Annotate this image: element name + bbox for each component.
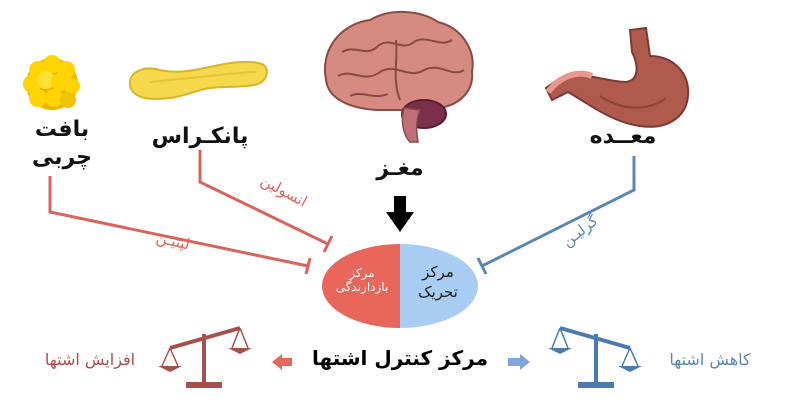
stimulatory-center-line1: مرکز [422,263,454,281]
right-arrow-icon [508,354,530,370]
left-arrow-icon [272,354,292,370]
insulin-pathway-line [198,150,329,246]
fat-tissue-label: بافت چربی [20,116,104,172]
fat-tissue-label-line1: بافت [34,117,90,142]
ghrelin-inhibit-bar [476,257,488,275]
leptin-pathway-line [48,176,309,268]
control-center-title: مرکز کنترل اشتها [312,346,488,370]
inhibitory-center [322,244,400,328]
insulin-inhibit-bar [322,235,334,253]
brain-label: مغـز [376,156,424,181]
brain-icon [323,10,474,143]
pancreas-icon [128,60,268,100]
inhibitory-center-label: مرکز بازدارندگی [328,266,396,294]
stomach-icon [544,26,690,128]
inhibitory-center-line2: بازدارندگی [335,280,389,294]
balance-scale-icon [158,326,252,388]
stimulatory-center-label: مرکز تحریک [402,262,474,302]
leptin-inhibit-bar [304,257,312,275]
balance-scale-icon-right [548,326,642,388]
pancreas-label: پانکـراس [151,124,249,149]
decrease-appetite-label: کاهش اشتها [669,350,751,369]
fat-tissue-label-line2: چربی [31,145,93,170]
stimulatory-center [400,244,478,328]
inhibitory-center-line1: مرکز [349,266,375,280]
down-arrow-icon [386,196,414,232]
increase-appetite-label: افزایش اشتها [44,350,136,369]
stomach-label: معــده [589,124,657,149]
fat-cluster-icon [23,55,80,110]
ghrelin-pathway-line [481,156,636,268]
stimulatory-center-line2: تحریک [418,283,458,301]
